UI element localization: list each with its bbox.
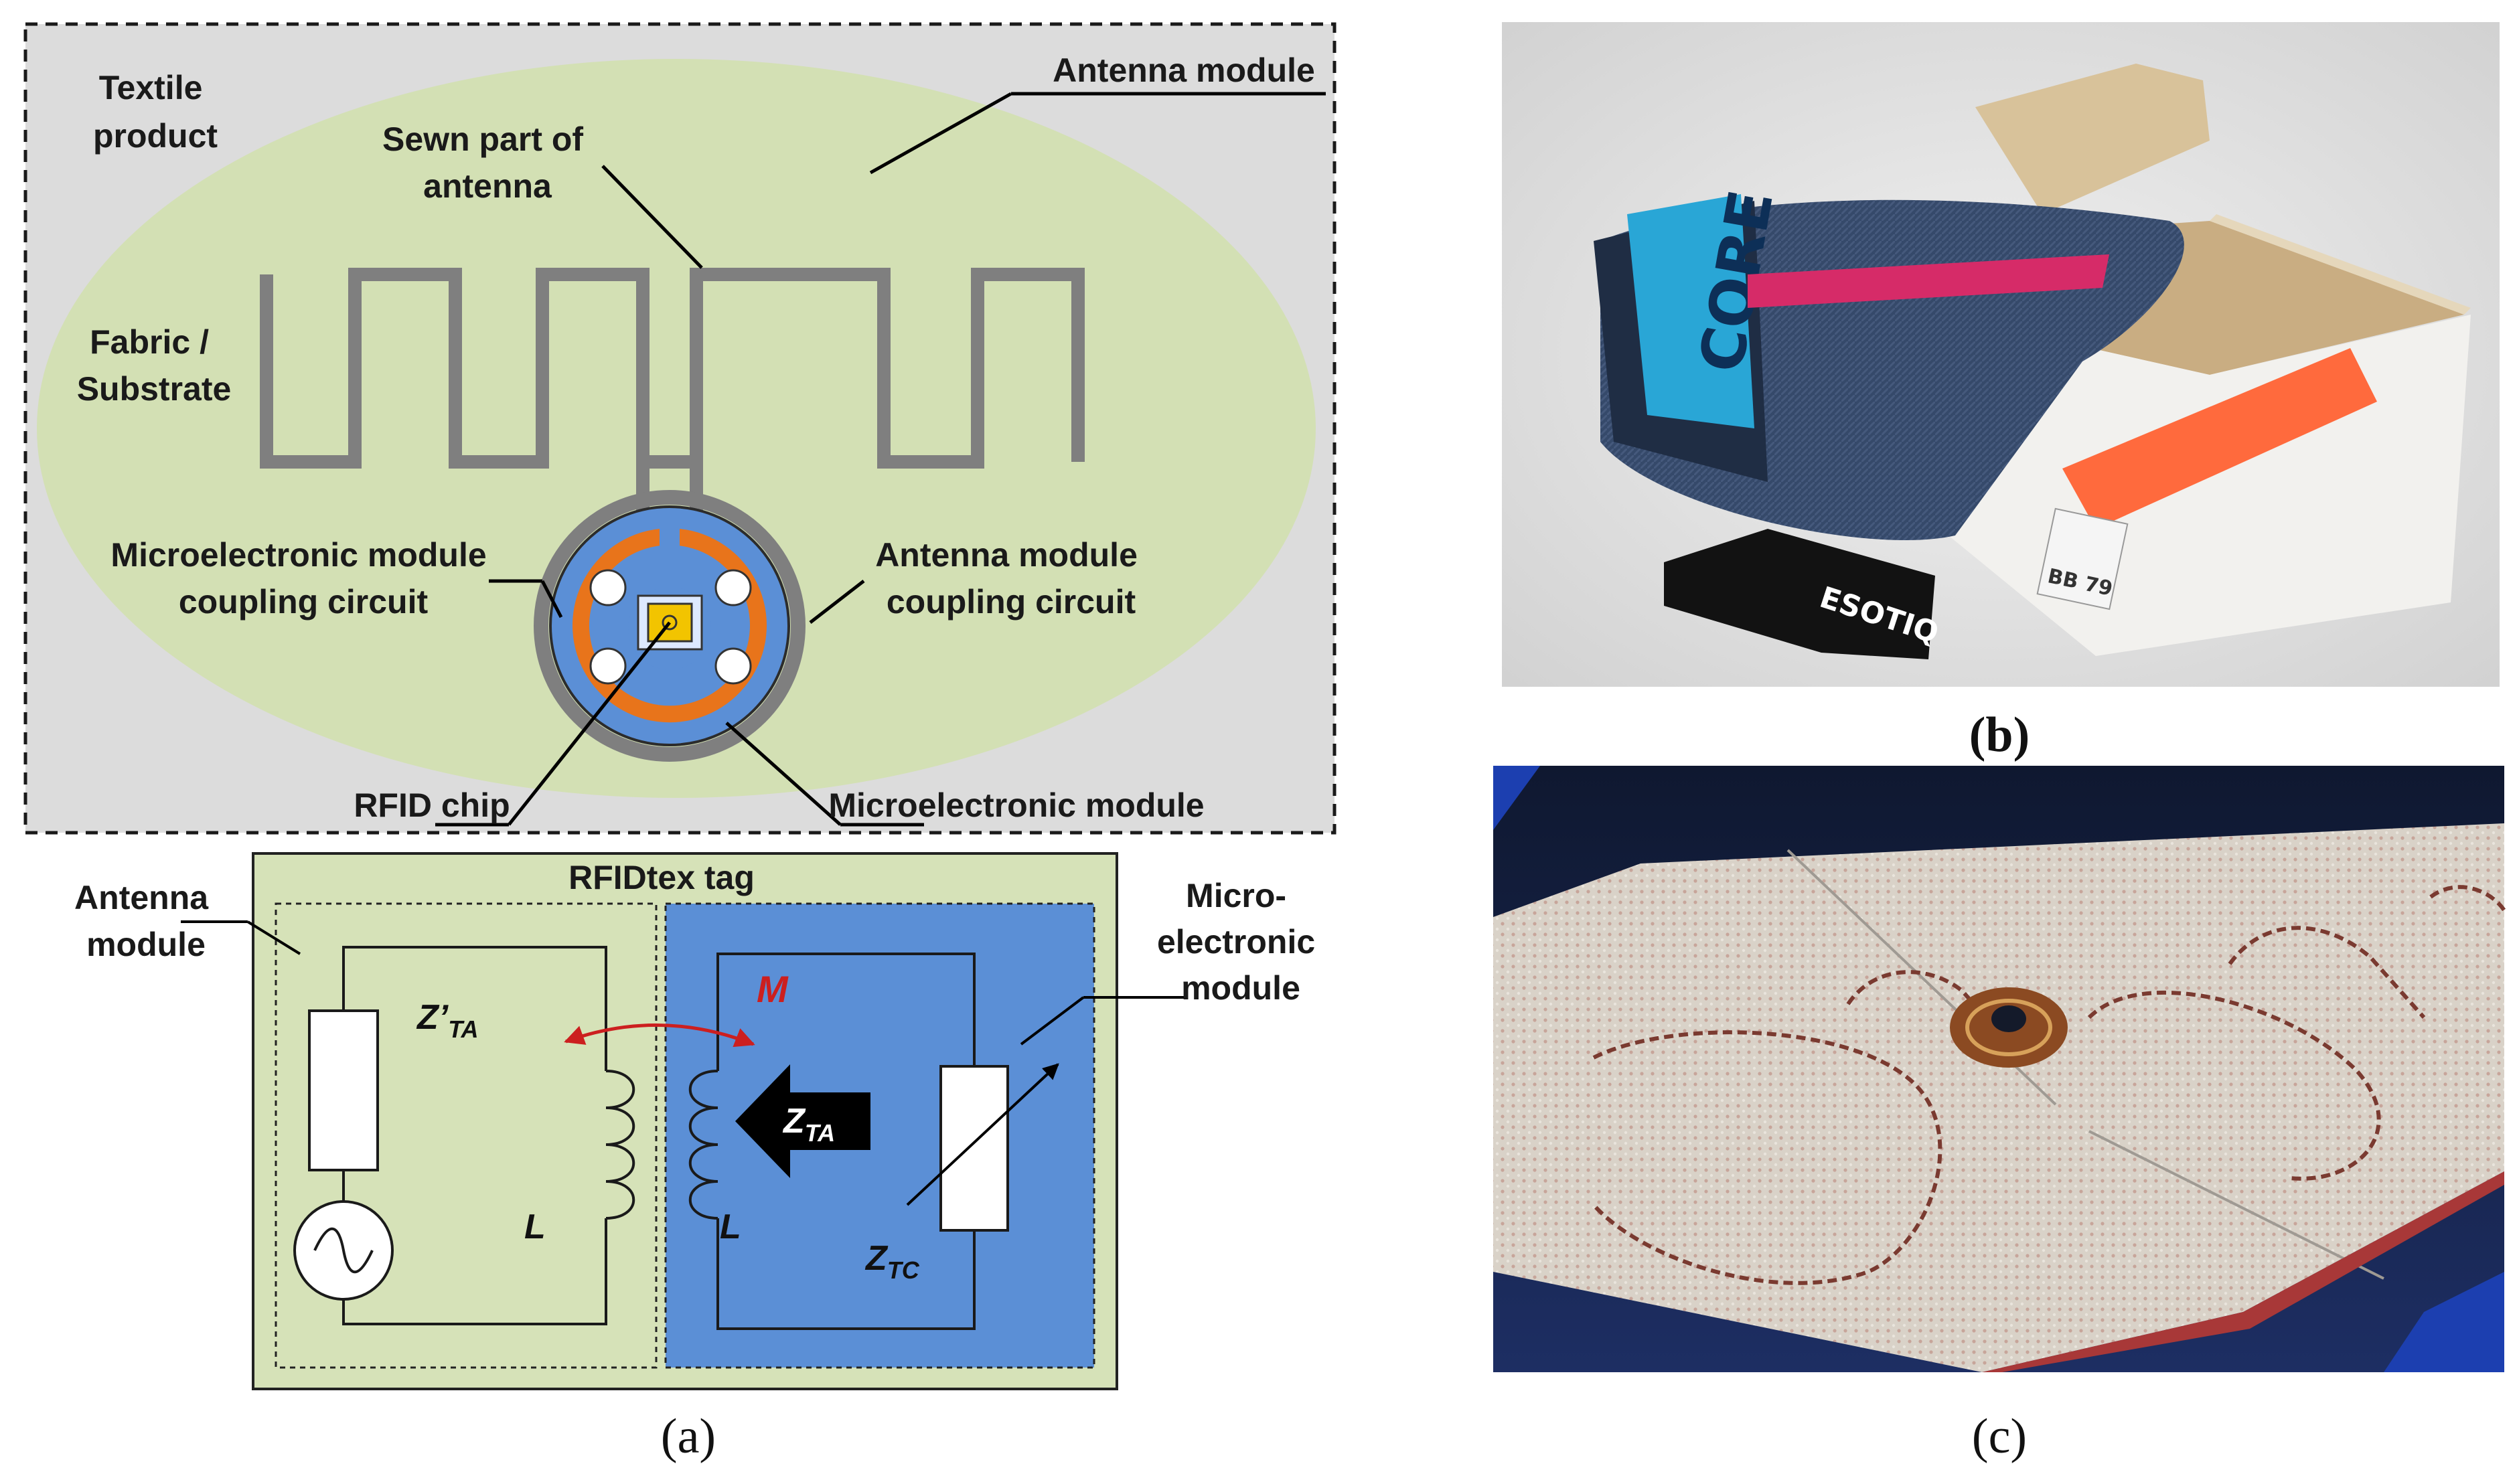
leader-rfid-chip <box>508 621 671 826</box>
label-sewn-part: Sewn part of antenna <box>382 120 593 205</box>
waistband-blue <box>1627 194 1754 428</box>
label-microelectronic-module: Microelectronic module <box>828 787 1204 824</box>
blue-mat <box>1493 766 1540 830</box>
label-micro-module-circuit: Micro- electronic module <box>1157 877 1324 1007</box>
label-antenna-module: Antenna module <box>1053 52 1315 89</box>
micro-circuit-wire <box>716 953 976 1330</box>
panel-c-photo <box>1493 766 2506 1372</box>
ac-source-sine <box>313 1228 374 1273</box>
panel-a-top: Textile product Antenna module Sewn part… <box>23 22 1337 835</box>
sewn-antenna-trace <box>260 268 1085 469</box>
box-lid <box>1975 64 2210 214</box>
rfid-chip-photo <box>1991 1005 2026 1032</box>
pad <box>714 569 752 606</box>
label-z-ta-prime: Z’TA <box>416 998 479 1043</box>
leader-antenna-module <box>869 92 1012 175</box>
caption-c: (c) <box>1972 1409 2027 1464</box>
sewn-antenna-edge <box>2429 885 2506 912</box>
box-label <box>2036 507 2129 610</box>
label-l-antenna: L <box>524 1208 546 1246</box>
coupling-ring-photo <box>1965 999 2052 1056</box>
micro-coil <box>688 1070 718 1220</box>
variable-impedance-arrow <box>906 1063 1059 1206</box>
sewn-antenna-left <box>1592 1030 1942 1285</box>
antenna-coil <box>605 1070 635 1220</box>
mutual-inductance-arrow <box>564 1023 755 1048</box>
pad <box>714 647 752 685</box>
leader-antenna-coupling <box>809 580 865 624</box>
antenna-impedance-block <box>308 1009 379 1171</box>
leader-antenna-module-circuit-diag <box>246 920 301 955</box>
textile-strip <box>1493 823 2504 1372</box>
pad <box>589 569 627 606</box>
rfid-chip <box>647 602 693 643</box>
label-z-tc: ZTC <box>864 1239 920 1284</box>
blue-mat-right <box>2384 1272 2504 1372</box>
label-z-ta: ZTA <box>782 1102 835 1147</box>
antenna-coupling-ring <box>534 490 806 762</box>
antenna-module-ellipse <box>37 59 1316 798</box>
microelectronic-module-region <box>664 902 1095 1369</box>
rfid-strip <box>2062 348 2377 529</box>
sewn-antenna-middle <box>1846 970 2024 1060</box>
pad <box>589 647 627 685</box>
label-rfid-chip: RFID chip <box>354 787 510 824</box>
leader-micro-coupling-diag <box>540 580 563 619</box>
label-fabric-substrate: Fabric / Substrate <box>77 323 232 408</box>
label-textile-product: Textile product <box>93 69 218 155</box>
label-microelectronic-coupling: Microelectronic module coupling circuit <box>110 536 495 621</box>
antenna-circuit-wire <box>342 946 607 1325</box>
label-antenna-module-circuit: Antenna module <box>74 879 218 963</box>
leader-sewn-part <box>601 165 703 269</box>
impedance-arrow <box>735 1064 870 1178</box>
antenna-module-region <box>275 902 658 1369</box>
textile-seam-right <box>2088 1130 2384 1280</box>
waistband-stripe <box>1748 254 2109 308</box>
microelectronic-coupling-loop-inner <box>589 546 750 706</box>
label-mutual-inductance: M <box>757 968 789 1010</box>
leader-micro-module <box>725 722 842 826</box>
tag-title: RFIDtex tag <box>568 859 755 896</box>
panel-b-photo: CORE ESOTIQ BB 79 <box>1502 22 2500 687</box>
rfid-chip-center <box>662 614 678 631</box>
sewn-antenna-far-right <box>2228 926 2426 1019</box>
panel-a-circuit: RFIDtex tag Antenna module Micro- e <box>74 852 1324 1390</box>
hang-tag <box>1664 529 1935 659</box>
leader-micro-module-circuit <box>1020 996 1085 1046</box>
caption-b: (b) <box>1969 708 2030 762</box>
box-side <box>2210 214 2471 315</box>
label-l-micro: L <box>720 1208 741 1246</box>
chip-impedance-block <box>939 1065 1009 1232</box>
label-antenna-coupling: Antenna module coupling circuit <box>875 536 1147 621</box>
sewn-antenna-right <box>2087 990 2381 1181</box>
caption-a: (a) <box>661 1409 716 1464</box>
